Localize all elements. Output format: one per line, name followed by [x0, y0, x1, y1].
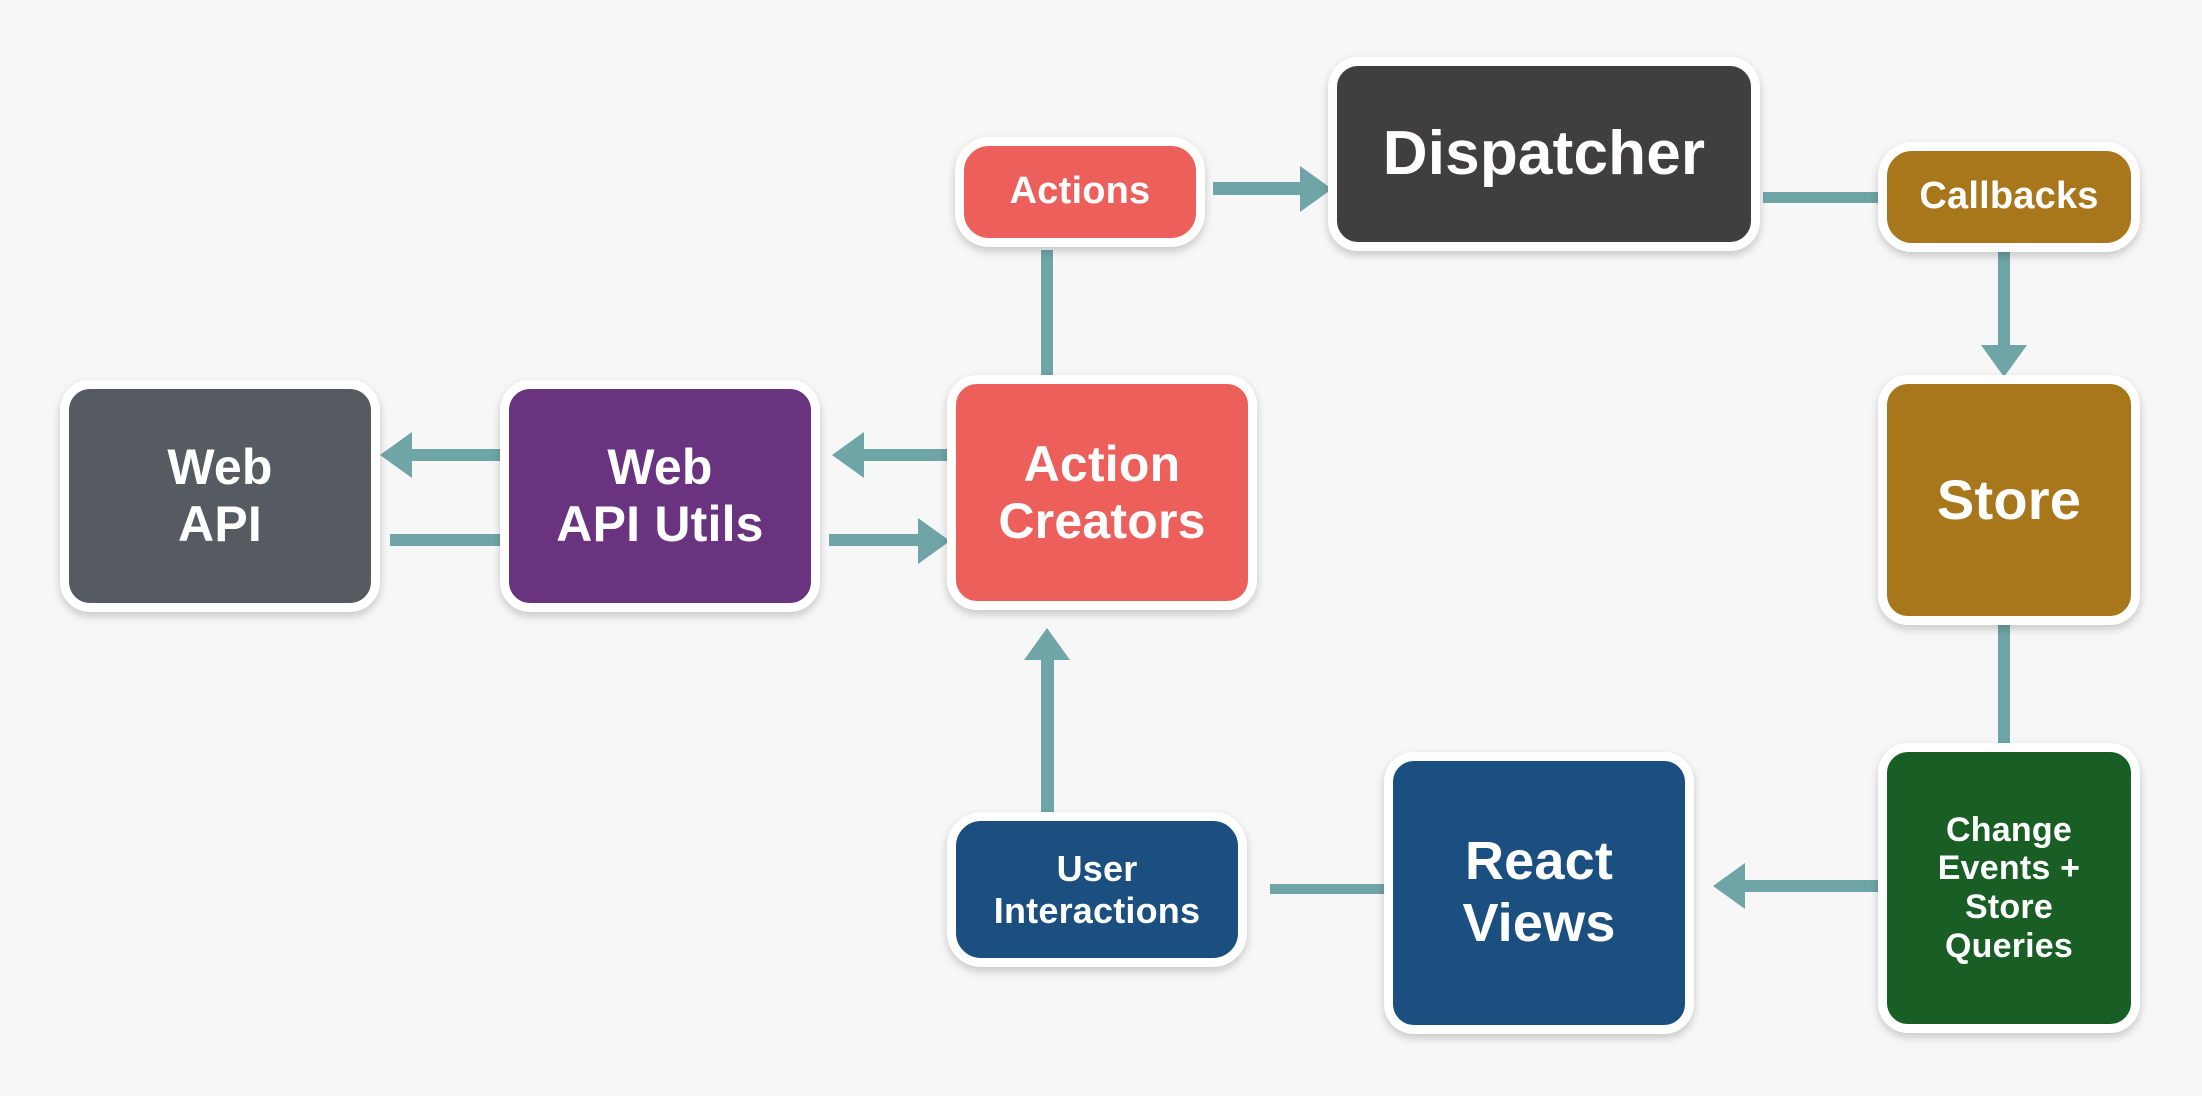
node-actions-label: Actions	[1009, 170, 1151, 213]
node-dispatcher[interactable]: Dispatcher	[1328, 57, 1760, 251]
connector-user-interactions-to-action-creators	[1041, 660, 1054, 812]
node-action-creators-label: Action Creators	[998, 435, 1206, 549]
node-store-label: Store	[1936, 468, 2082, 532]
node-callbacks[interactable]: Callbacks	[1878, 142, 2140, 252]
connector-callbacks-to-store	[1998, 248, 2010, 363]
node-web-api-label: Web API	[167, 439, 273, 552]
arrowhead-web-api-utils-to-action-creators	[918, 518, 950, 564]
connector-dispatcher-to-callbacks	[1763, 192, 1881, 203]
node-store[interactable]: Store	[1878, 375, 2140, 625]
arrowhead-user-interactions-to-action-creators	[1024, 628, 1070, 660]
arrowhead-callbacks-to-store	[1981, 345, 2027, 377]
node-react-views-label: React Views	[1462, 831, 1616, 953]
node-action-creators[interactable]: Action Creators	[947, 375, 1257, 610]
node-user-interactions-label: User Interactions	[993, 848, 1201, 931]
node-user-interactions[interactable]: User Interactions	[947, 812, 1247, 967]
connector-store-to-change-events	[1998, 625, 2010, 743]
connector-actions-to-dispatcher	[1213, 182, 1307, 195]
arrowhead-web-api-utils-to-web-api	[380, 432, 412, 478]
connector-react-views-to-user-interactions	[1270, 884, 1384, 894]
connector-web-api-to-web-api-utils	[390, 534, 518, 546]
node-web-api-utils-label: Web API Utils	[556, 439, 764, 552]
arrowhead-action-creators-to-web-api-utils	[832, 432, 864, 478]
arrowhead-change-events-to-react-views	[1713, 863, 1745, 909]
node-callbacks-label: Callbacks	[1919, 175, 2099, 218]
connector-web-api-utils-to-action-creators	[829, 534, 925, 546]
connector-action-creators-to-actions	[1041, 250, 1053, 375]
node-change-events-label: Change Events + Store Queries	[1937, 810, 2081, 965]
node-web-api-utils[interactable]: Web API Utils	[500, 380, 820, 612]
connector-action-creators-to-web-api-utils	[864, 449, 960, 461]
node-actions[interactable]: Actions	[955, 137, 1205, 247]
node-web-api[interactable]: Web API	[60, 380, 380, 612]
connector-change-events-to-react-views	[1745, 880, 1882, 892]
node-dispatcher-label: Dispatcher	[1382, 118, 1706, 188]
node-react-views[interactable]: React Views	[1384, 752, 1694, 1034]
node-change-events-store-queries[interactable]: Change Events + Store Queries	[1878, 743, 2140, 1033]
arrowhead-actions-to-dispatcher	[1300, 166, 1332, 212]
